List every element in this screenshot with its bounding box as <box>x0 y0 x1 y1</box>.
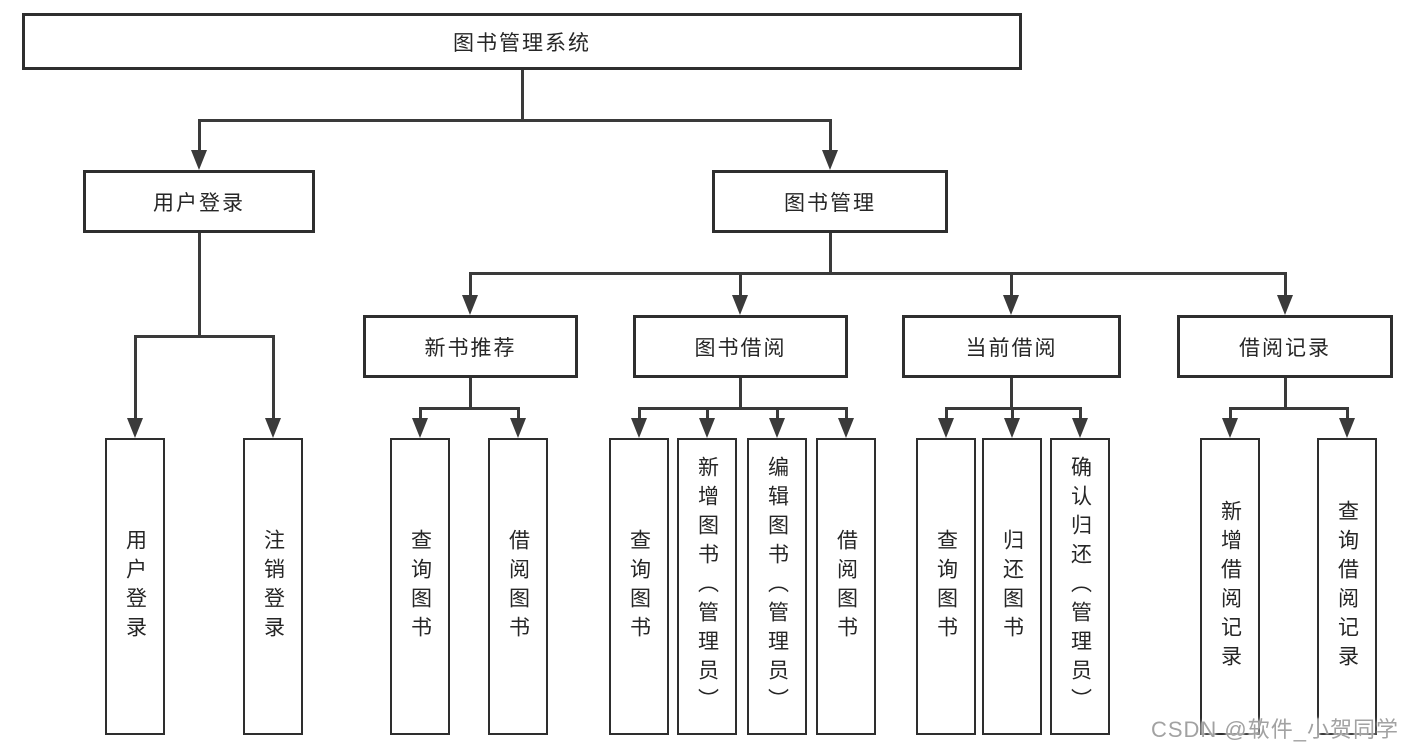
connector-line <box>133 334 275 338</box>
connector-line <box>738 378 742 410</box>
connector-line <box>271 336 275 420</box>
connector-line <box>133 336 137 420</box>
arrow-down-icon <box>191 150 207 170</box>
connector-line <box>775 408 779 420</box>
node-label: 用户登录 <box>153 191 245 215</box>
leaf-user-login: 用户登录 <box>105 438 165 735</box>
connector-line <box>1078 408 1082 420</box>
leaf-edit-book-admin: 编辑图书（管理员） <box>747 438 807 735</box>
connector-line <box>1009 378 1013 410</box>
leaf-add-borrow-record: 新增借阅记录 <box>1200 438 1260 735</box>
leaf-label: 用户登录 <box>123 528 147 645</box>
node-book-management: 图书管理 <box>712 170 948 233</box>
leaf-label: 注销登录 <box>261 528 285 645</box>
leaf-search-books-current: 查询图书 <box>916 438 976 735</box>
arrow-down-icon <box>631 418 647 438</box>
leaf-borrow-books: 借阅图书 <box>816 438 876 735</box>
leaf-label: 新增借阅记录 <box>1218 499 1242 674</box>
arrow-down-icon <box>412 418 428 438</box>
connector-line <box>828 233 832 275</box>
connector-line <box>944 408 948 420</box>
node-label: 图书管理系统 <box>453 31 591 55</box>
connector-line <box>197 233 201 338</box>
connector-line <box>418 406 520 410</box>
node-library-management-system: 图书管理系统 <box>22 13 1022 70</box>
leaf-search-books-recommend: 查询图书 <box>390 438 450 735</box>
connector-line <box>1228 406 1349 410</box>
arrow-down-icon <box>699 418 715 438</box>
arrow-down-icon <box>265 418 281 438</box>
connector-line <box>468 378 472 410</box>
connector-line <box>828 120 832 152</box>
node-current-borrowing: 当前借阅 <box>902 315 1121 378</box>
arrow-down-icon <box>1339 418 1355 438</box>
connector-line <box>844 408 848 420</box>
leaf-label: 编辑图书（管理员） <box>765 456 789 717</box>
leaf-label: 借阅图书 <box>506 528 530 645</box>
connector-line <box>637 408 641 420</box>
node-user-login: 用户登录 <box>83 170 315 233</box>
connector-line <box>1228 408 1232 420</box>
leaf-return-books: 归还图书 <box>982 438 1042 735</box>
connector-line <box>1009 273 1013 299</box>
connector-line <box>705 408 709 420</box>
node-label: 当前借阅 <box>965 336 1058 360</box>
arrow-down-icon <box>510 418 526 438</box>
connector-line <box>944 406 1082 410</box>
leaf-label: 查询图书 <box>934 528 958 645</box>
arrow-down-icon <box>1004 418 1020 438</box>
node-book-borrowing: 图书借阅 <box>633 315 848 378</box>
connector-line <box>468 271 1287 275</box>
leaf-label: 查询借阅记录 <box>1335 499 1359 674</box>
leaf-label: 借阅图书 <box>834 528 858 645</box>
connector-line <box>418 408 422 420</box>
arrow-down-icon <box>1003 295 1019 315</box>
leaf-logout: 注销登录 <box>243 438 303 735</box>
arrow-down-icon <box>769 418 785 438</box>
connector-line <box>468 273 472 299</box>
leaf-label: 查询图书 <box>627 528 651 645</box>
connector-line <box>197 120 201 152</box>
node-label: 图书管理 <box>784 191 876 215</box>
node-label: 新书推荐 <box>424 336 517 360</box>
arrow-down-icon <box>127 418 143 438</box>
leaf-label: 归还图书 <box>1000 528 1024 645</box>
connector-line <box>637 406 848 410</box>
leaf-borrow-books-recommend: 借阅图书 <box>488 438 548 735</box>
arrow-down-icon <box>938 418 954 438</box>
csdn-watermark: CSDN @软件_小贺同学 <box>1150 717 1399 742</box>
arrow-down-icon <box>838 418 854 438</box>
node-borrowing-records: 借阅记录 <box>1177 315 1393 378</box>
node-label: 借阅记录 <box>1239 336 1331 360</box>
node-new-book-recommendation: 新书推荐 <box>363 315 578 378</box>
arrow-down-icon <box>462 295 478 315</box>
leaf-label: 新增图书（管理员） <box>695 456 719 717</box>
connector-line <box>516 408 520 420</box>
leaf-confirm-return-admin: 确认归还（管理员） <box>1050 438 1110 735</box>
leaf-search-books-borrowing: 查询图书 <box>609 438 669 735</box>
leaf-search-borrow-record: 查询借阅记录 <box>1317 438 1377 735</box>
connector-line <box>1010 408 1014 420</box>
leaf-add-book-admin: 新增图书（管理员） <box>677 438 737 735</box>
arrow-down-icon <box>1072 418 1088 438</box>
arrow-down-icon <box>732 295 748 315</box>
arrow-down-icon <box>1277 295 1293 315</box>
connector-line <box>1283 273 1287 299</box>
arrow-down-icon <box>1222 418 1238 438</box>
connector-line <box>1283 378 1287 410</box>
connector-line <box>520 70 524 120</box>
leaf-label: 确认归还（管理员） <box>1068 456 1092 717</box>
connector-line <box>738 273 742 299</box>
arrow-down-icon <box>822 150 838 170</box>
node-label: 图书借阅 <box>694 336 787 360</box>
leaf-label: 查询图书 <box>408 528 432 645</box>
connector-line <box>1345 408 1349 420</box>
connector-line <box>197 118 832 122</box>
